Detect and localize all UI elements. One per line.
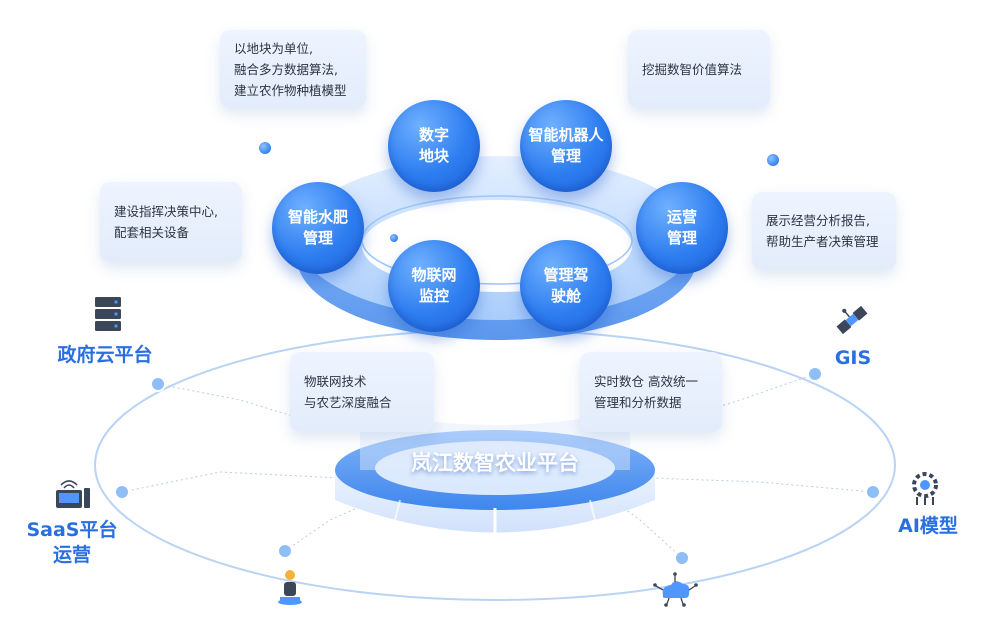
node-operations: 运营 管理	[636, 182, 728, 274]
cloud-network-icon	[653, 572, 698, 607]
note-realtime-warehouse: 实时数仓 高效统一管理和分析数据	[580, 352, 722, 432]
node-label: 物联网	[411, 266, 457, 284]
node-label: 智能机器人	[528, 126, 604, 144]
note-line: 实时数仓 高效统一	[594, 374, 698, 389]
node-label: 智能水肥	[287, 208, 348, 226]
note-line: 挖掘数智价值算法	[642, 61, 743, 77]
node-label: 数字	[418, 126, 449, 144]
node-label: 监控	[418, 287, 449, 305]
label-gis: GIS	[818, 346, 888, 371]
note-plot-modeling: 以地块为单位, 融合多方数据算法, 建立农作物种植模型	[220, 30, 366, 108]
node-management-cockpit: 管理驾 驶舱	[520, 240, 612, 332]
side-label-text: AI模型	[898, 515, 958, 537]
note-value-algorithm: 挖掘数智价值算法	[628, 30, 770, 108]
side-label-text: GIS	[834, 347, 872, 369]
node-iot-monitoring: 物联网 监控	[388, 240, 480, 332]
person-icon	[278, 570, 302, 605]
note-line: 融合多方数据算法,	[234, 61, 338, 77]
note-line: 展示经营分析报告,	[766, 213, 870, 228]
node-label: 地块	[418, 147, 449, 165]
note-line: 物联网技术	[304, 374, 367, 389]
orbit-dots	[114, 366, 881, 566]
label-gov-cloud: 政府云平台	[40, 343, 170, 368]
note-line: 以地块为单位,	[234, 40, 313, 56]
workstation-icon	[56, 480, 90, 508]
note-reports: 展示经营分析报告, 帮助生产者决策管理	[752, 192, 896, 270]
note-line: 建立农作物种植模型	[234, 82, 347, 98]
label-ai-model: AI模型	[880, 514, 976, 539]
node-robot-management: 智能机器人 管理	[520, 100, 612, 192]
label-saas: SaaS平台 运营	[14, 518, 130, 568]
note-line: 管理和分析数据	[594, 395, 682, 410]
floating-dot	[259, 142, 271, 154]
node-label: 管理	[302, 229, 333, 247]
note-iot-fusion: 物联网技术与农艺深度融合	[290, 352, 434, 432]
note-line: 建设指挥决策中心,	[114, 204, 218, 219]
side-label-text: 运营	[52, 544, 91, 566]
node-label: 驶舱	[550, 287, 581, 305]
side-label-text: SaaS平台	[26, 519, 118, 541]
node-label: 管理	[550, 147, 581, 165]
note-command-center: 建设指挥决策中心, 配套相关设备	[100, 182, 242, 262]
floating-dot	[767, 154, 779, 166]
platform-title: 岚江数智农业平台	[411, 451, 579, 475]
floating-dot	[390, 234, 398, 242]
note-line: 与农艺深度融合	[304, 395, 392, 410]
satellite-icon	[836, 305, 868, 335]
node-label: 管理驾	[543, 266, 589, 284]
server-rack-icon	[95, 297, 121, 331]
note-line: 帮助生产者决策管理	[766, 234, 879, 249]
node-water-fertilizer: 智能水肥 管理	[272, 182, 364, 274]
side-label-text: 政府云平台	[57, 344, 153, 366]
note-line: 配套相关设备	[114, 225, 190, 240]
ai-gear-icon	[912, 472, 938, 505]
node-digital-plot: 数字 地块	[388, 100, 480, 192]
node-label: 运营	[666, 208, 697, 226]
node-label: 管理	[666, 229, 697, 247]
